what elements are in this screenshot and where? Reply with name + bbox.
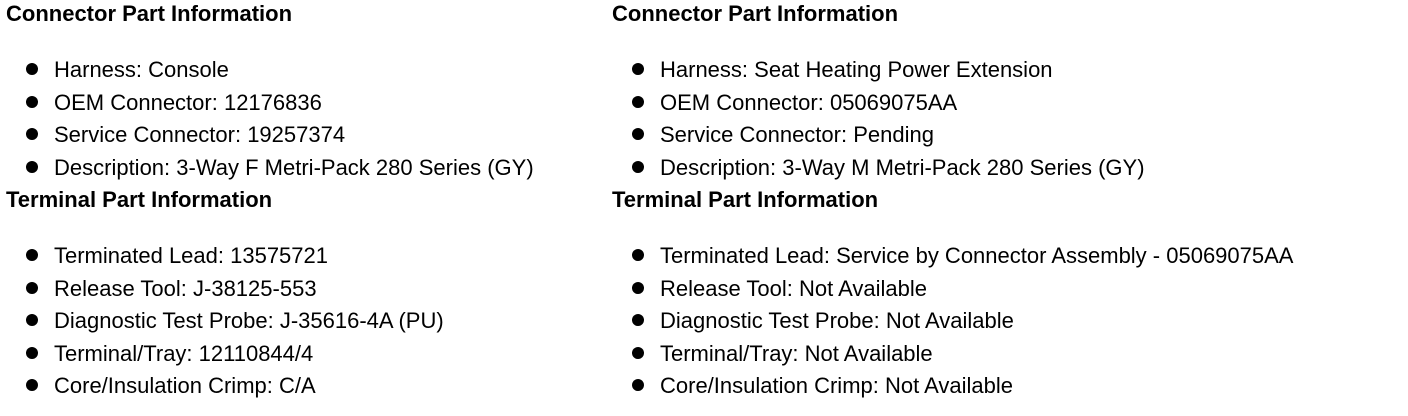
terminal-part-info-heading: Terminal Part Information: [612, 187, 879, 212]
list-item-text: Description: 3-Way F Metri-Pack 280 Seri…: [54, 154, 534, 180]
bullet-icon: [632, 128, 644, 141]
list-item: Terminated Lead: 13575721: [6, 240, 606, 273]
list-item: Core/Insulation Crimp: C/A: [6, 370, 606, 403]
terminal-part-list: Terminated Lead: 13575721 Release Tool: …: [6, 240, 606, 403]
bullet-icon: [632, 249, 644, 262]
list-item: Description: 3-Way M Metri-Pack 280 Seri…: [612, 152, 1402, 185]
list-item-text: OEM Connector: 05069075AA: [660, 89, 958, 115]
connector-part-list: Harness: Console OEM Connector: 12176836…: [6, 54, 606, 184]
list-item-text: Harness: Seat Heating Power Extension: [660, 57, 1053, 82]
bullet-icon: [632, 281, 644, 294]
bullet-icon: [632, 314, 644, 327]
right-column: Connector Part Information Harness: Seat…: [612, 0, 1402, 403]
list-item-text: Terminal/Tray: 12110844/4: [54, 340, 314, 366]
list-item-text: Description: 3-Way M Metri-Pack 280 Seri…: [660, 154, 1145, 180]
bullet-icon: [632, 379, 644, 392]
list-item-text: Terminated Lead: 13575721: [54, 243, 328, 268]
list-item-text: Service Connector: 19257374: [54, 122, 346, 147]
list-item: Description: 3-Way F Metri-Pack 280 Seri…: [6, 152, 606, 185]
list-item: Harness: Seat Heating Power Extension: [612, 54, 1402, 87]
connector-part-list: Harness: Seat Heating Power Extension OE…: [612, 54, 1402, 184]
list-item: Terminated Lead: Service by Connector As…: [612, 240, 1402, 273]
bullet-icon: [26, 379, 38, 392]
list-item-text: Core/Insulation Crimp: C/A: [54, 373, 316, 398]
list-item-text: Diagnostic Test Probe: Not Available: [660, 308, 1014, 333]
connector-part-info-heading: Connector Part Information: [612, 1, 899, 26]
list-item: OEM Connector: 12176836: [6, 87, 606, 120]
list-item: Service Connector: 19257374: [6, 119, 606, 152]
list-item: Core/Insulation Crimp: Not Available: [612, 370, 1402, 403]
bullet-icon: [26, 63, 38, 76]
list-item: Release Tool: J-38125-553: [6, 273, 606, 306]
list-item: Terminal/Tray: 12110844/4: [6, 338, 606, 371]
list-item-text: OEM Connector: 12176836: [54, 89, 322, 115]
list-item: Diagnostic Test Probe: Not Available: [612, 305, 1402, 338]
list-item-text: Service Connector: Pending: [660, 122, 934, 147]
list-item: OEM Connector: 05069075AA: [612, 87, 1402, 120]
list-item-text: Diagnostic Test Probe: J-35616-4A (PU): [54, 308, 444, 333]
list-item: Service Connector: Pending: [612, 119, 1402, 152]
bullet-icon: [632, 346, 644, 359]
bullet-icon: [632, 160, 644, 173]
bullet-icon: [26, 128, 38, 141]
connector-part-info-heading: Connector Part Information: [6, 1, 293, 26]
left-column: Connector Part Information Harness: Cons…: [6, 0, 606, 403]
list-item: Diagnostic Test Probe: J-35616-4A (PU): [6, 305, 606, 338]
bullet-icon: [26, 346, 38, 359]
bullet-icon: [26, 160, 38, 173]
list-item: Harness: Console: [6, 54, 606, 87]
list-item-text: Core/Insulation Crimp: Not Available: [660, 373, 1013, 398]
list-item-text: Release Tool: Not Available: [660, 275, 928, 301]
bullet-icon: [26, 281, 38, 294]
list-item-text: Terminal/Tray: Not Available: [660, 340, 933, 366]
bullet-icon: [26, 314, 38, 327]
bullet-icon: [26, 95, 38, 108]
list-item: Release Tool: Not Available: [612, 273, 1402, 306]
bullet-icon: [26, 249, 38, 262]
list-item-text: Release Tool: J-38125-553: [54, 275, 317, 301]
list-item-text: Harness: Console: [54, 57, 229, 82]
terminal-part-list: Terminated Lead: Service by Connector As…: [612, 240, 1402, 403]
bullet-icon: [632, 95, 644, 108]
list-item-text: Terminated Lead: Service by Connector As…: [660, 243, 1294, 268]
list-item: Terminal/Tray: Not Available: [612, 338, 1402, 371]
terminal-part-info-heading: Terminal Part Information: [6, 187, 273, 212]
bullet-icon: [632, 63, 644, 76]
